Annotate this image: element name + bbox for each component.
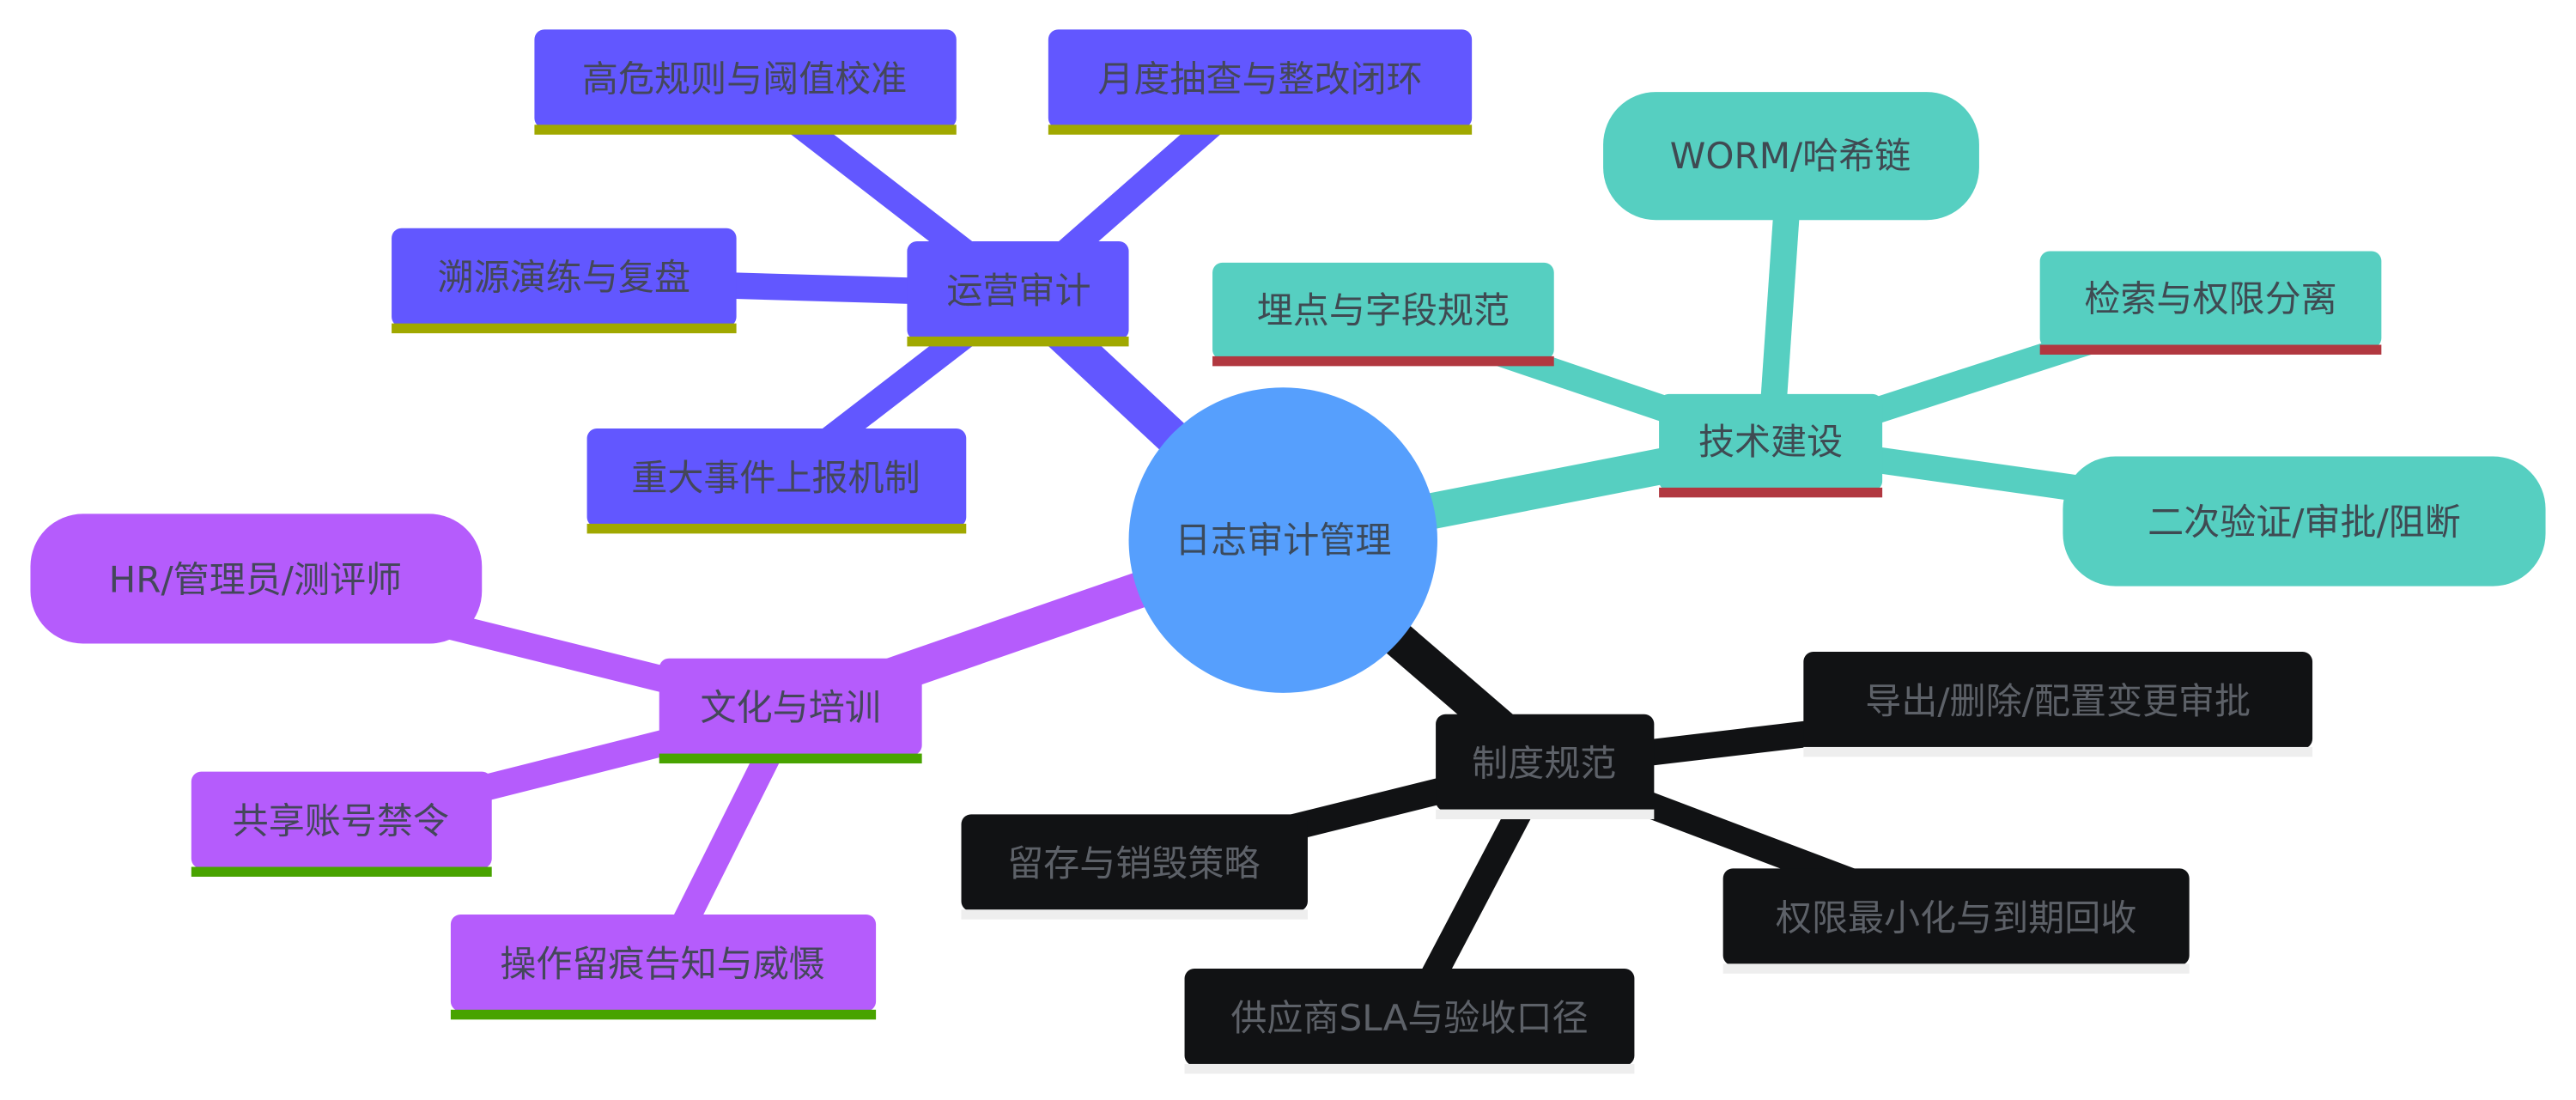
leaf-label: 重大事件上报机制 (631, 457, 920, 499)
leaf-label: 溯源演练与复盘 (438, 257, 690, 299)
branch-node-tech[interactable]: 技术建设 (1659, 393, 1883, 498)
leaf-label: 共享账号禁令 (233, 799, 449, 842)
leaf-label: 埋点与字段规范 (1257, 289, 1510, 331)
leaf-node[interactable]: 月度抽查与整改闭环 (1048, 29, 1473, 135)
leaf-node[interactable]: 供应商SLA与验收口径 (1184, 969, 1635, 1074)
leaf-label: 检索与权限分离 (2084, 277, 2336, 319)
branch-node-policy[interactable]: 制度规范 (1436, 714, 1655, 820)
branch-label: 制度规范 (1472, 743, 1616, 785)
root-label: 日志审计管理 (1175, 520, 1391, 562)
leaf-node[interactable]: 权限最小化与到期回收 (1722, 868, 2190, 974)
leaf-label: HR/管理员/测评师 (109, 558, 402, 600)
leaf-label: 高危规则与阈值校准 (582, 58, 907, 100)
leaf-node[interactable]: 埋点与字段规范 (1212, 262, 1554, 367)
leaf-label: 供应商SLA与验收口径 (1230, 997, 1588, 1039)
branch-label: 文化与培训 (701, 687, 881, 729)
branch-label: 技术建设 (1698, 421, 1843, 463)
leaf-node[interactable]: 共享账号禁令 (191, 771, 492, 877)
leaf-label: 操作留痕告知与威慑 (500, 943, 824, 985)
leaf-node[interactable]: 导出/删除/配置变更审批 (1803, 652, 2313, 757)
leaf-label: 二次验证/审批/阻断 (2148, 501, 2461, 543)
leaf-node[interactable]: 留存与销毁策略 (961, 814, 1308, 920)
leaf-node[interactable]: 重大事件上报机制 (586, 428, 967, 534)
leaf-node[interactable]: WORM/哈希链 (1603, 92, 1979, 221)
leaf-node[interactable]: 溯源演练与复盘 (392, 228, 737, 334)
branch-label: 运营审计 (946, 270, 1091, 312)
leaf-node[interactable]: 操作留痕告知与威慑 (450, 914, 877, 1020)
leaf-label: WORM/哈希链 (1670, 135, 1911, 177)
leaf-node[interactable]: 高危规则与阈值校准 (534, 29, 957, 135)
leaf-label: 权限最小化与到期回收 (1776, 896, 2136, 939)
branch-node-culture[interactable]: 文化与培训 (659, 658, 922, 764)
leaf-node[interactable]: 二次验证/审批/阻断 (2063, 456, 2546, 586)
root-node[interactable]: 日志审计管理 (1128, 387, 1437, 693)
leaf-node[interactable]: 检索与权限分离 (2039, 251, 2382, 355)
leaf-label: 留存与销毁策略 (1007, 842, 1260, 884)
leaf-label: 月度抽查与整改闭环 (1097, 58, 1422, 100)
branch-node-ops[interactable]: 运营审计 (907, 241, 1129, 347)
leaf-node[interactable]: HR/管理员/测评师 (30, 514, 483, 644)
leaf-label: 导出/删除/配置变更审批 (1865, 680, 2251, 722)
